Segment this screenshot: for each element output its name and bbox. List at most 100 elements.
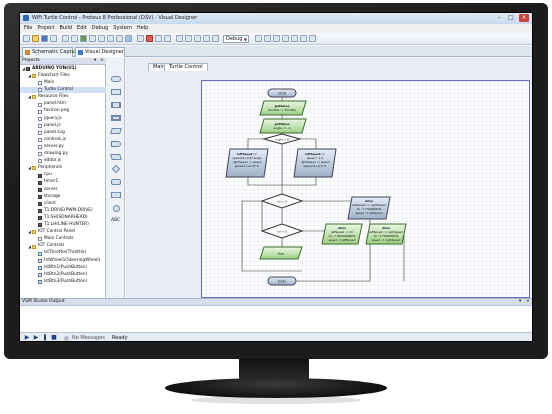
delete-icon[interactable] [146,35,153,42]
copy-icon[interactable] [155,35,162,42]
event-block-icon[interactable] [111,76,121,82]
flowchart-decision-reverse[interactable] [260,223,304,239]
home-icon[interactable] [62,35,69,42]
menu-item-build[interactable]: Build [59,25,73,31]
expand-triangle-icon[interactable]: ◢ [28,229,32,235]
close-icon[interactable]: × [100,58,104,63]
zoom-in-icon[interactable] [300,35,307,42]
step-out-icon[interactable] [273,35,280,42]
assignment-block-icon[interactable] [111,89,121,95]
tree-item[interactable]: T1:SH(SONARHEAD) [20,215,106,221]
menu-item-file[interactable]: File [24,25,33,31]
schematic-icon[interactable] [71,35,78,42]
bom-icon[interactable] [98,35,105,42]
visual-designer-icon[interactable] [125,35,132,42]
tree-item[interactable]: panel.js [20,123,106,129]
design-explorer-icon[interactable] [107,35,114,42]
tree-item[interactable]: editor.js [20,158,106,164]
tree-item[interactable]: Turtle Control [20,87,106,94]
menu-item-debug[interactable]: Debug [91,25,109,31]
flowchart-drive-forward-block[interactable] [347,196,391,220]
expand-triangle-icon[interactable]: ◢ [28,243,32,249]
rebuild-icon[interactable] [194,35,201,42]
tab-schematic-capture[interactable]: Schematic Capture [22,47,80,57]
tree-item[interactable]: controls.js [20,137,106,143]
debug-icon[interactable] [212,35,219,42]
tree-item[interactable]: lstWheel1(SteeringWheel) [20,258,106,264]
gerber-icon[interactable] [89,35,96,42]
tree-item[interactable]: Main Controls [20,236,106,242]
comment-block-icon[interactable] [110,154,122,160]
tree-item[interactable]: lstBtn1(PushButton) [20,265,106,271]
pcb-layout-icon[interactable] [80,35,87,42]
delay-block-icon[interactable] [111,141,121,147]
step-into-icon[interactable] [264,35,271,42]
build-config-select[interactable]: Debug ▼ [223,35,249,43]
tree-item[interactable]: ◢Resource Files [20,94,106,100]
tree-item[interactable]: lstBtn3(PushButton) [20,279,106,285]
play-icon[interactable]: ▶ [24,334,30,341]
decision-block-icon[interactable] [111,164,121,174]
flowchart-right-action-block[interactable] [293,148,337,178]
paste-icon[interactable] [164,35,171,42]
step-icon[interactable]: ▶​ [33,334,39,341]
stop-icon[interactable]: ■ [51,334,57,341]
subroutine-block-icon[interactable] [111,102,121,108]
source-code-icon[interactable] [116,35,123,42]
tree-item[interactable]: server [20,187,106,193]
menu-item-edit[interactable]: Edit [77,25,87,31]
text-tool-label[interactable]: ABC [111,218,121,223]
menu-item-help[interactable]: Help [136,25,149,31]
close-project-icon[interactable] [50,35,57,42]
tree-item[interactable]: jquery.js [20,116,106,122]
tree-item[interactable]: panel.htm [20,102,106,108]
flowchart-get-throttle-block[interactable] [259,100,307,116]
expand-triangle-icon[interactable]: ◢ [28,73,32,79]
tree-item[interactable]: ◢IOT Controls [20,244,106,250]
tree-item[interactable]: client [20,201,106,207]
tree-item[interactable]: server.py [20,144,106,150]
pin-icon[interactable]: ▾ [94,58,97,63]
expand-triangle-icon[interactable]: ◢ [28,94,32,100]
tree-item[interactable]: storage [20,194,106,200]
pin-icon[interactable]: ▾ [519,299,522,304]
save-project-icon[interactable] [41,35,48,42]
tree-item[interactable]: T1:DRIVE(PWM-DRIVE) [20,208,106,214]
flowchart-end-block[interactable] [267,276,297,286]
tree-item[interactable]: ◢Flowchart Files [20,73,106,79]
flowchart-drive-block[interactable] [365,223,407,245]
redo-icon[interactable] [291,35,298,42]
io-block-icon[interactable] [110,128,122,134]
loop-block-icon[interactable] [111,192,121,198]
tree-item[interactable]: ◢ARDUINO YUN(U1) [20,66,106,72]
flowchart-decision-forward[interactable] [260,193,304,209]
flowchart-decision-angle[interactable] [262,133,302,145]
tree-item[interactable]: T1:LH(LINE-HUNTER) [20,222,106,228]
new-project-icon[interactable] [23,35,30,42]
minimize-button[interactable]: – [497,14,501,21]
close-icon[interactable]: × [526,299,530,304]
build-icon[interactable] [185,35,192,42]
settings-icon[interactable] [203,35,210,42]
tree-item[interactable]: Main [20,80,106,86]
menu-item-project[interactable]: Project [37,25,55,31]
tree-item[interactable]: cpu [20,173,106,179]
expand-triangle-icon[interactable]: ◢ [28,165,32,171]
cut-icon[interactable] [137,35,144,42]
tree-item[interactable]: panel.svg [20,130,106,136]
connector-block-icon[interactable] [113,205,120,212]
flowchart-get-wheel-block[interactable] [259,118,307,134]
pause-icon[interactable]: ❚ [42,334,48,341]
method-block-icon[interactable] [111,115,121,121]
tree-item[interactable]: ◢Peripherals [20,165,106,171]
step-over-icon[interactable] [255,35,262,42]
flowchart-start-block[interactable] [267,88,297,98]
tree-item[interactable]: ◢IOT Control Panel [20,229,106,235]
flowchart-stop-block[interactable] [259,246,303,260]
find-icon[interactable] [176,35,183,42]
tab-visual-designer[interactable]: Visual Designer [75,47,125,57]
flowchart-drive-reverse-block[interactable] [321,223,363,245]
menu-item-system[interactable]: System [113,25,132,31]
zoom-out-icon[interactable] [309,35,316,42]
